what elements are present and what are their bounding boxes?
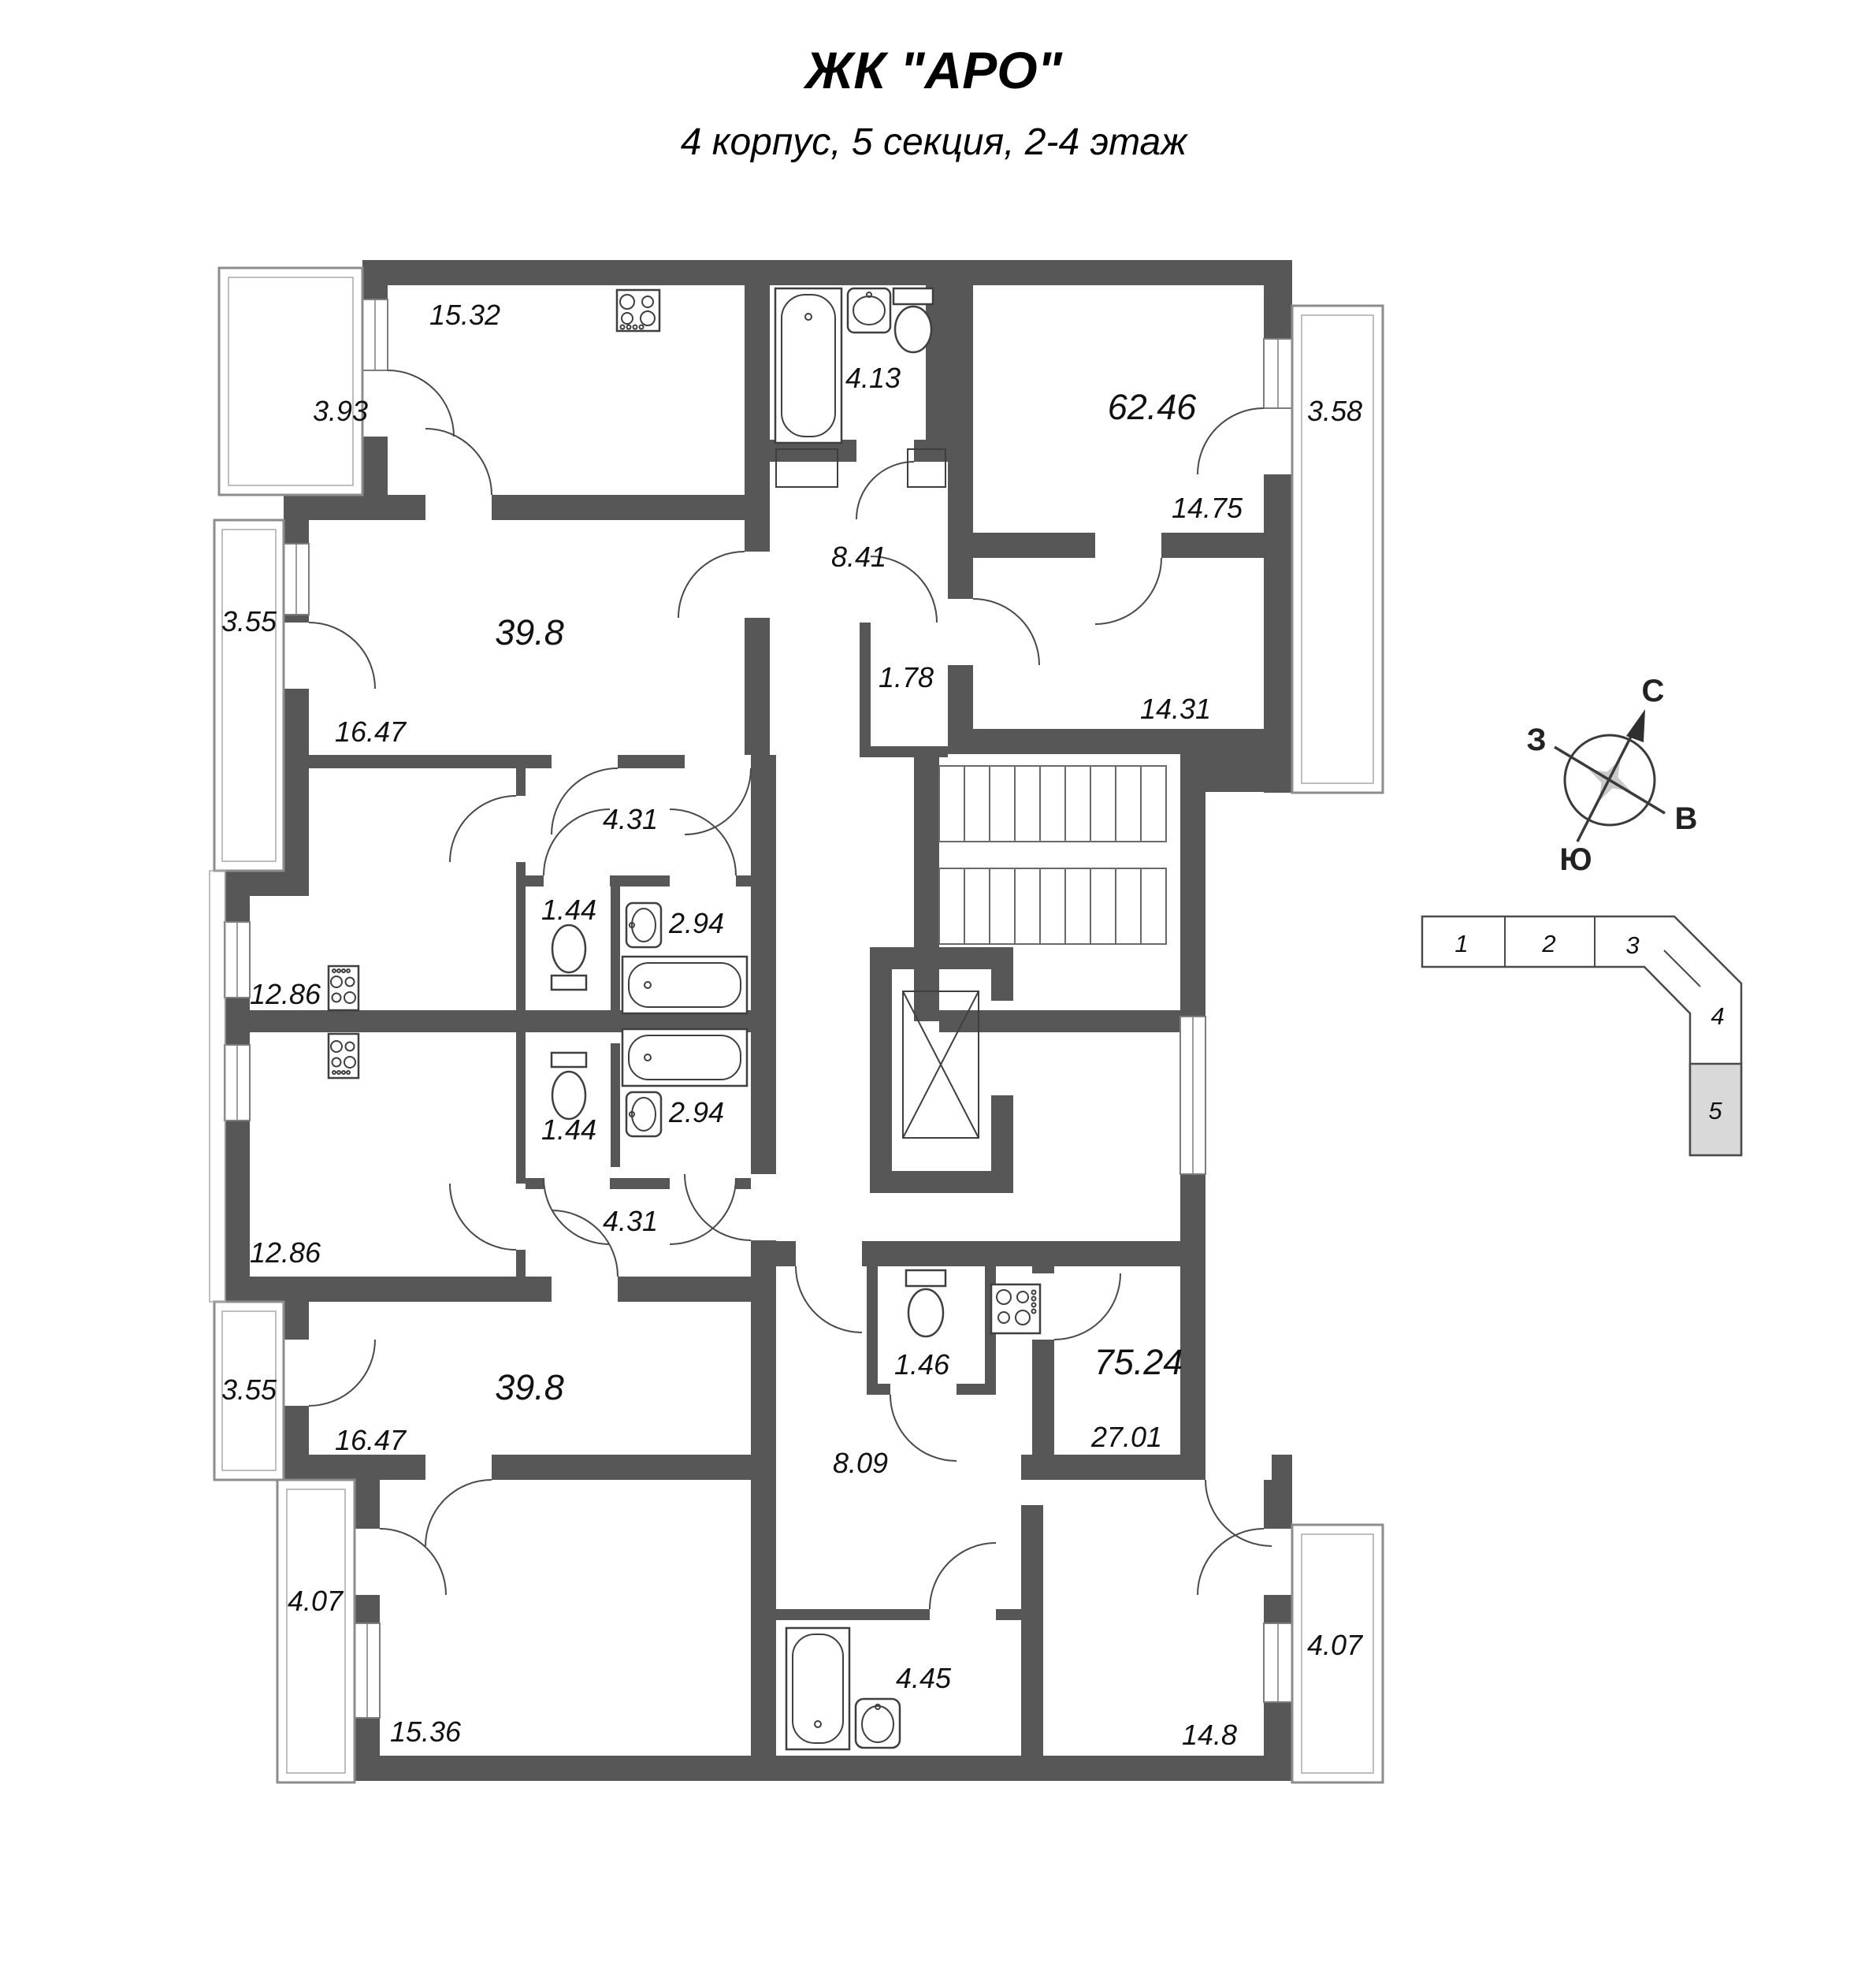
area-label-bath-4-13: 4.13 [845, 362, 901, 394]
room-area-labels: 15.32 3.93 39.8 16.47 3.55 4.31 1.44 2.9… [221, 299, 1364, 1751]
stairs-icon [938, 765, 1167, 945]
area-label-bath-2-94-upper: 2.94 [668, 907, 724, 939]
page-title: ЖК "АРО" [803, 41, 1062, 99]
section-4-label: 4 [1711, 1002, 1724, 1030]
compass-west-label: З [1526, 723, 1546, 757]
door-arcs [308, 370, 1272, 1610]
section-1-label: 1 [1454, 930, 1468, 957]
area-label-balcony-3-93: 3.93 [313, 395, 368, 427]
compass-south-label: Ю [1559, 842, 1592, 877]
compass-north-label: С [1642, 674, 1665, 708]
area-label-kitchen-12-86-upper: 12.86 [250, 978, 321, 1010]
sink-icon [625, 1091, 663, 1138]
compass-icon: С З В Ю [1526, 674, 1697, 877]
area-label-kitchen-12-86-lower: 12.86 [250, 1236, 321, 1269]
area-label-balcony-4-07-left: 4.07 [288, 1585, 344, 1617]
section-5-highlight [1688, 1062, 1743, 1157]
area-label-balcony-3-55-lower: 3.55 [221, 1373, 277, 1406]
area-label-wc-1-44-lower: 1.44 [541, 1113, 596, 1146]
sink-icon [854, 1697, 901, 1749]
page-subtitle: 4 корпус, 5 секция, 2-4 этаж [681, 121, 1188, 163]
area-label-room-15-36: 15.36 [390, 1715, 462, 1748]
toilet-icon [550, 924, 588, 991]
area-label-wc-1-46: 1.46 [894, 1348, 950, 1381]
area-label-room-14-75: 14.75 [1172, 492, 1243, 524]
area-label-room-27-01: 27.01 [1090, 1421, 1162, 1453]
area-label-room-16-47-lower: 16.47 [335, 1424, 407, 1456]
stove-icon [327, 965, 360, 1012]
section-key: 1 2 3 4 5 [1421, 915, 1743, 1157]
area-label-balcony-3-58: 3.58 [1307, 395, 1362, 427]
interior-walls [250, 285, 1292, 1756]
area-label-apartment-39-8-lower: 39.8 [495, 1367, 564, 1407]
area-label-storage-1-78: 1.78 [879, 661, 934, 693]
stove-icon [327, 1032, 360, 1080]
section-5-label: 5 [1708, 1097, 1722, 1124]
area-label-balcony-3-55-upper: 3.55 [221, 605, 277, 637]
toilet-icon [892, 287, 934, 354]
elevator-icon [902, 991, 979, 1139]
area-label-kitchen-living-top-left: 15.32 [429, 299, 500, 331]
area-label-corridor-4-31-lower: 4.31 [603, 1205, 658, 1237]
bathtub-icon [621, 1028, 749, 1087]
area-label-bath-4-45: 4.45 [896, 1662, 952, 1694]
bathtub-icon [774, 287, 946, 488]
compass-east-label: В [1675, 801, 1698, 836]
area-label-balcony-4-07-right: 4.07 [1307, 1629, 1364, 1661]
stove-icon [615, 288, 661, 333]
area-label-corridor-4-31-upper: 4.31 [603, 803, 658, 835]
section-3-label: 3 [1625, 931, 1639, 959]
balconies [209, 266, 1384, 1784]
bathtub-icon [785, 1626, 851, 1751]
area-label-hall-8-41: 8.41 [831, 541, 886, 573]
exterior-walls [225, 260, 1292, 1781]
area-label-bath-2-94-lower: 2.94 [668, 1096, 724, 1128]
toilet-icon [550, 1051, 588, 1121]
toilet-icon [905, 1269, 947, 1338]
section-2-label: 2 [1541, 930, 1555, 957]
windows [224, 299, 1293, 1719]
area-label-hall-8-09: 8.09 [833, 1447, 888, 1479]
area-label-room-16-47-upper: 16.47 [335, 716, 407, 748]
area-label-apartment-75-24: 75.24 [1094, 1342, 1183, 1382]
area-label-room-14-8: 14.8 [1182, 1719, 1237, 1751]
bathtub-icon [621, 955, 749, 1015]
area-label-room-14-31: 14.31 [1140, 693, 1211, 725]
stove-icon [990, 1283, 1042, 1335]
sink-icon [846, 287, 892, 334]
area-label-apartment-62-46: 62.46 [1108, 387, 1198, 427]
sink-icon [625, 901, 663, 949]
area-label-wc-1-44-upper: 1.44 [541, 894, 596, 926]
area-label-apartment-39-8-upper: 39.8 [495, 612, 564, 652]
